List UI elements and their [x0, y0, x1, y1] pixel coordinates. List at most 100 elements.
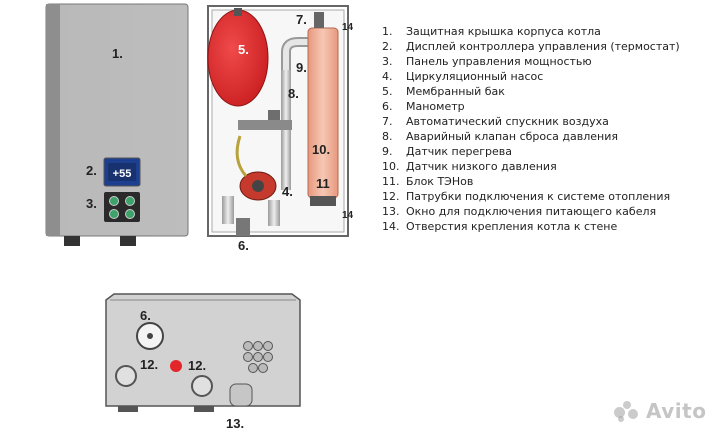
- power-button-3: [109, 209, 119, 219]
- bottom-pipe-left: [222, 196, 234, 224]
- avito-watermark-text: Avito: [646, 399, 707, 423]
- manifold: [238, 120, 292, 130]
- legend-number: 5.: [382, 85, 393, 98]
- callout-bottom-13: 13.: [226, 416, 244, 431]
- legend-number: 4.: [382, 70, 393, 83]
- cable-gland-4: [243, 352, 253, 362]
- legend-number: 1.: [382, 25, 393, 38]
- legend-text: Датчик низкого давления: [406, 160, 557, 173]
- front-foot-left: [64, 236, 80, 246]
- legend-item: 4. Циркуляционный насос: [382, 69, 718, 84]
- callout-inside-6: 6.: [238, 238, 249, 253]
- callout-front-1: 1.: [112, 46, 123, 61]
- legend-text: Патрубки подключения к системе отопления: [406, 190, 671, 203]
- legend-item: 6. Манометр: [382, 99, 718, 114]
- callout-inside-7: 7.: [296, 12, 307, 27]
- cable-gland-7: [248, 363, 258, 373]
- power-button-2: [125, 196, 135, 206]
- legend-number: 14.: [382, 220, 400, 233]
- callout-inside-11: 11: [316, 176, 330, 191]
- legend-number: 2.: [382, 40, 393, 53]
- cable-gland-8: [258, 363, 268, 373]
- legend-number: 3.: [382, 55, 393, 68]
- legend-text: Мембранный бак: [406, 85, 505, 98]
- avito-watermark: Avito: [614, 399, 706, 423]
- legend-number: 12.: [382, 190, 400, 203]
- pipe-supply-core: [283, 39, 312, 72]
- cable-gland-3: [263, 341, 273, 351]
- legend-item: 12. Патрубки подключения к системе отопле…: [382, 189, 718, 204]
- manometer-pipe: [236, 218, 250, 236]
- legend-item: 10. Датчик низкого давления: [382, 159, 718, 174]
- legend-item: 13. Окно для подключения питающего кабеля: [382, 204, 718, 219]
- legend-text: Отверстия крепления котла к стене: [406, 220, 618, 233]
- legend-text: Дисплей контроллера управления (термоста…: [406, 40, 680, 53]
- red-indicator: [170, 360, 182, 372]
- callout-bottom-12-right: 12.: [188, 358, 206, 373]
- cover-side-edge: [46, 4, 60, 236]
- cable-window: [229, 383, 253, 407]
- legend-item: 5. Мембранный бак: [382, 84, 718, 99]
- callout-front-3: 3.: [86, 196, 97, 211]
- legend-number: 9.: [382, 145, 393, 158]
- legend-item: 11. Блок ТЭНов: [382, 174, 718, 189]
- legend-text: Датчик перегрева: [406, 145, 512, 158]
- manometer-center: [147, 333, 153, 339]
- legend-item: 1. Защитная крышка корпуса котла: [382, 24, 718, 39]
- bottom-foot-left: [118, 406, 138, 412]
- legend-text: Циркуляционный насос: [406, 70, 544, 83]
- front-view: +55 1. 2. 3.: [45, 3, 189, 246]
- power-button-1: [109, 196, 119, 206]
- bottom-foot-right: [194, 406, 214, 412]
- cable-gland-2: [253, 341, 263, 351]
- legend-text: Окно для подключения питающего кабеля: [406, 205, 657, 218]
- cable-gland-6: [263, 352, 273, 362]
- callout-bottom-6: 6.: [140, 308, 151, 323]
- legend-item: 9. Датчик перегрева: [382, 144, 718, 159]
- front-foot-right: [120, 236, 136, 246]
- heater-bottom-cap: [310, 196, 336, 206]
- callout-inside-9: 9.: [296, 60, 307, 75]
- legend-item: 14. Отверстия крепления котла к стене: [382, 219, 718, 234]
- legend-text: Аварийный клапан сброса давления: [406, 130, 619, 143]
- bottom-pipe-right: [268, 200, 280, 226]
- legend-list: 1. Защитная крышка корпуса котла 2. Дисплей…: [382, 24, 718, 234]
- display-value: +55: [113, 168, 132, 180]
- display-screen: [108, 163, 136, 181]
- boiler-bottom-plate: [105, 293, 301, 407]
- pump-hub: [252, 180, 264, 192]
- outlet-pipe-right: [191, 375, 213, 397]
- cable-gland-5: [253, 352, 263, 362]
- outlet-pipe-left: [115, 365, 137, 387]
- callout-inside-14-top: 14: [342, 22, 354, 33]
- cable-gland-1: [243, 341, 253, 351]
- membrane-tank: [207, 9, 269, 107]
- callout-inside-14-bottom: 14: [342, 210, 354, 221]
- callout-front-2: 2.: [86, 163, 97, 178]
- legend-number: 8.: [382, 130, 393, 143]
- legend-text: Манометр: [406, 100, 465, 113]
- legend-item: 2. Дисплей контроллера управления (термос…: [382, 39, 718, 54]
- inside-view: 5. 7. 14 9. 8. 10. 11 4. 14 6.: [207, 5, 354, 253]
- legend-number: 11.: [382, 175, 400, 188]
- legend-number: 13.: [382, 205, 400, 218]
- legend-text: Автоматический спускник воздуха: [406, 115, 609, 128]
- legend-item: 7.Автоматический спускник воздуха: [382, 114, 718, 129]
- legend-item: 8. Аварийный клапан сброса давления: [382, 129, 718, 144]
- callout-inside-10: 10.: [312, 142, 330, 157]
- legend-number: 10.: [382, 160, 400, 173]
- heater-block: [307, 27, 339, 199]
- legend-text: Блок ТЭНов: [406, 175, 474, 188]
- bottom-view: 6. 12. 12. 13.: [105, 293, 301, 431]
- legend-number: 6.: [382, 100, 393, 113]
- callout-inside-8: 8.: [288, 86, 299, 101]
- air-vent: [314, 12, 324, 28]
- avito-logo-icon: [614, 401, 640, 422]
- sensor-cable: [235, 135, 248, 177]
- legend-text: Защитная крышка корпуса котла: [406, 25, 601, 38]
- callout-inside-5: 5.: [238, 42, 249, 57]
- callout-bottom-12-left: 12.: [140, 357, 158, 372]
- tank-valve: [234, 8, 242, 16]
- legend-text: Панель управления мощностью: [406, 55, 592, 68]
